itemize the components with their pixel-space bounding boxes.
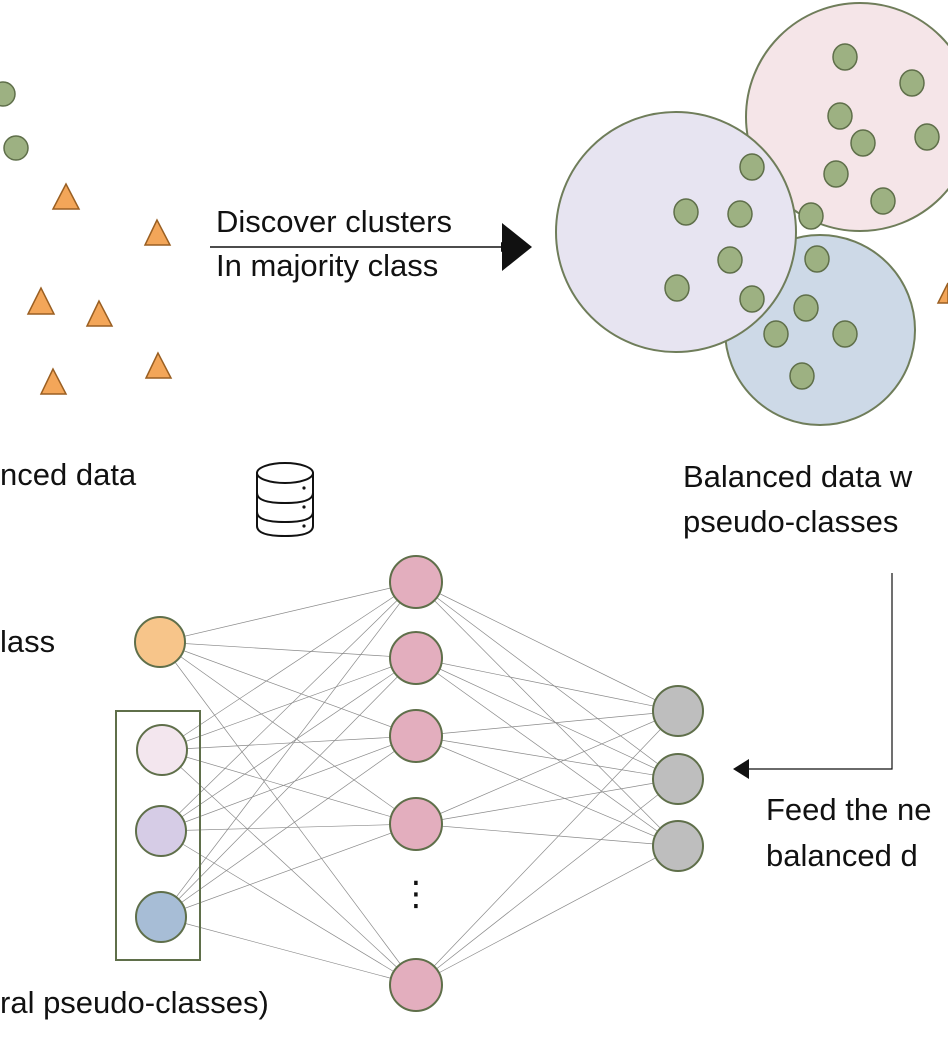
majority-point [739,285,765,313]
majority-point [804,245,830,273]
network-edge [415,657,679,847]
majority-point [832,43,858,71]
clusters [555,2,948,426]
network-edge [415,710,679,825]
balanced-data-label-line1: Balanced data w [683,459,913,494]
network-edge [159,641,417,825]
input-node-pseudo-class-2 [135,805,187,857]
input-node-pseudo-class-1 [136,724,188,776]
arrow-label-line1: Discover clusters [216,204,452,239]
network-edge [160,823,417,918]
network-edge [159,641,417,737]
network-edge [415,710,679,986]
imbalanced-data-label: nced data [0,457,137,492]
network-edge [415,710,679,737]
feed-label-line1: Feed the ne [766,792,931,827]
network-edge [160,657,417,918]
pseudo-class-group-box [115,710,201,961]
network-edge [160,581,417,918]
minority-point [85,299,114,327]
majority-point [3,135,29,161]
majority-point [763,320,789,348]
majority-point [850,129,876,157]
majority-point [0,81,16,107]
minority-point [936,282,948,304]
majority-point [914,123,940,151]
cluster-points [664,43,940,390]
network-edge [161,735,417,751]
majority-point [739,153,765,181]
minority-point [39,367,68,395]
majority-point [717,246,743,274]
cluster-lavender [555,111,797,353]
database-icon [256,462,314,538]
output-node [652,753,704,805]
majority-point [827,102,853,130]
network-edge [160,916,417,986]
majority-point [789,362,815,390]
majority-point [823,160,849,188]
hidden-layer: ⋮ [389,555,443,1012]
hidden-node [389,709,443,763]
arrow-label-line2: In majority class [216,248,438,283]
majority-point [727,200,753,228]
input-layer [134,616,188,943]
majority-point [832,320,858,348]
feed-arrow-line [748,573,893,770]
feed-arrow [733,573,893,779]
majority-point [793,294,819,322]
network-edge [415,657,679,780]
network-edge [161,657,417,751]
network-edge [159,641,417,986]
majority-point [664,274,690,302]
majority-point [870,187,896,215]
majority-point [899,69,925,97]
network-edge [415,581,679,847]
network-edges [159,581,679,986]
network-edge [415,845,679,986]
minority-point [51,182,81,210]
network-edge [415,581,679,780]
network-edge [159,581,417,643]
network-edge [415,823,679,847]
network-edge [159,641,417,659]
balanced-data-label-line2: pseudo-classes [683,504,898,539]
output-node [652,685,704,737]
hidden-node [389,958,443,1012]
network-edge [160,657,417,832]
minority-class-label: lass [0,624,55,659]
majority-point [798,202,824,230]
feed-arrow-head [733,759,749,779]
network-edge [415,581,679,712]
hidden-layer-ellipsis: ⋮ [399,874,433,914]
input-node-pseudo-class-3 [135,891,187,943]
hidden-node [389,555,443,609]
majority-point [673,198,699,226]
minority-point [144,351,173,379]
feed-label-line2: balanced d [766,838,918,873]
network-edge [160,581,417,832]
pseudo-classes-label: ral pseudo-classes) [0,985,269,1020]
network-edge [161,581,417,751]
imbalanced-data-points [0,81,173,395]
network-edge [415,778,679,825]
network-edge [415,778,679,986]
network-edge [415,735,679,780]
network-edge [160,735,417,832]
network-edge [160,735,417,918]
hidden-node [389,631,443,685]
network-edge [415,735,679,847]
network-edge [415,657,679,712]
minority-point [26,286,56,315]
network-edge [160,823,417,832]
discover-clusters-arrow: Discover clusters In majority class [210,204,532,283]
input-node-minority [134,616,186,668]
network-edge [160,830,417,986]
hidden-node [389,797,443,851]
arrow-head [502,223,532,271]
output-node [652,820,704,872]
minority-point [143,218,172,246]
output-layer [652,685,704,872]
